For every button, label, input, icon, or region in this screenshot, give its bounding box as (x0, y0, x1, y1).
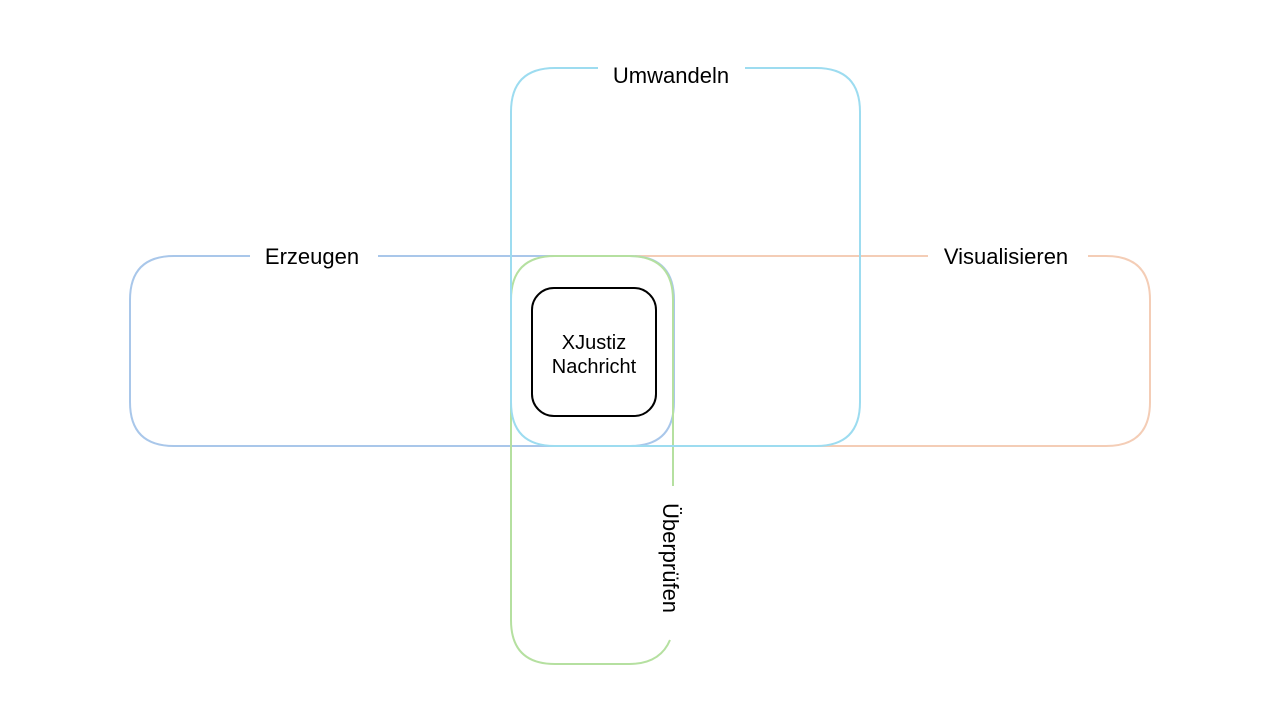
visualisieren-frame (635, 255, 1151, 447)
visualisieren-label: Visualisieren (944, 244, 1068, 269)
erzeugen-label: Erzeugen (265, 244, 359, 269)
ueberpruefen-label: Überprüfen (658, 503, 683, 613)
umwandeln-label: Umwandeln (613, 63, 729, 88)
umwandeln-frame (510, 67, 861, 447)
xjustiz-nachricht-node: XJustiz Nachricht (531, 287, 657, 417)
center-node-line1: XJustiz (562, 332, 626, 354)
center-node-line2: Nachricht (552, 356, 637, 378)
center-node-box (531, 287, 657, 417)
